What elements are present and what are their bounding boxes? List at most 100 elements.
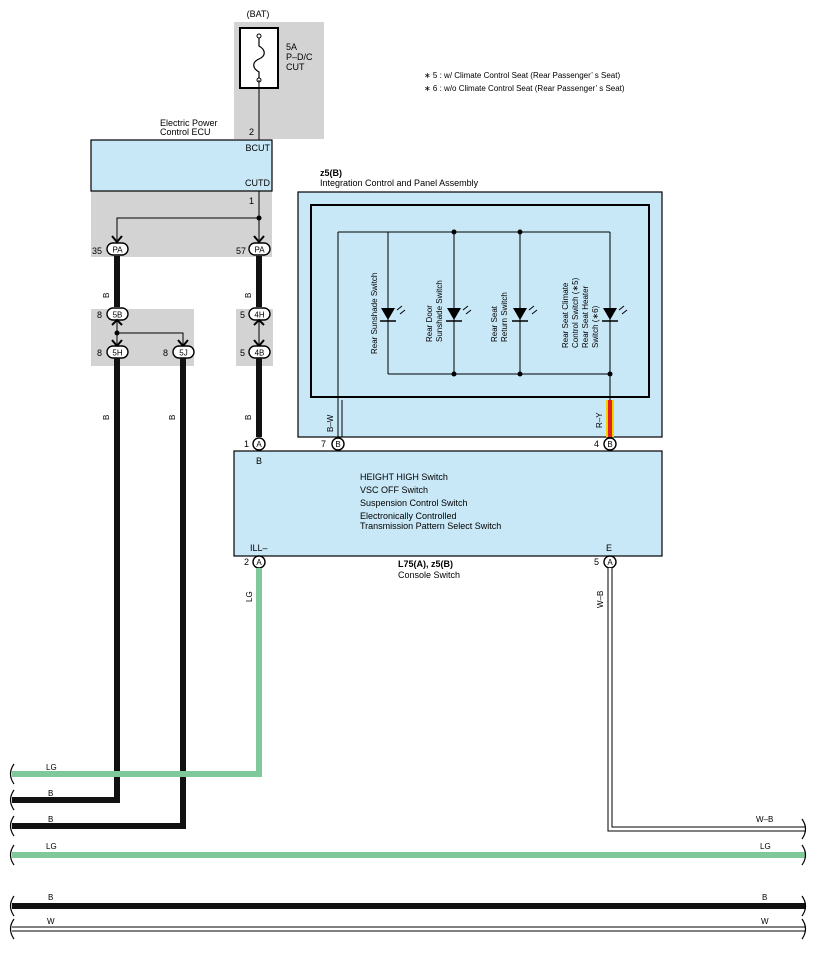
console-pin-e: E	[606, 543, 612, 553]
pa-left-id: PA	[112, 246, 123, 255]
led-rear-sunshade-switch	[380, 232, 406, 374]
connector-pa-right	[248, 242, 271, 256]
bus-1-left: LG	[46, 763, 57, 772]
wire-label-b-left-upper: B	[102, 293, 111, 298]
switch-3-label-1: Rear Seat	[490, 305, 499, 342]
console-fn-3: Suspension Control Switch	[360, 498, 468, 508]
a1-pin: 1	[244, 439, 249, 449]
fuse-terminal-top	[256, 33, 262, 39]
c5j-pin: 8	[163, 348, 168, 358]
a1-id: A	[256, 440, 262, 449]
bus-2-left: B	[48, 789, 53, 798]
console-fn-5: Transmission Pattern Select Switch	[360, 521, 501, 531]
b7-pin: 7	[321, 439, 326, 449]
panel-inner-box	[310, 204, 650, 398]
a5-id: A	[607, 558, 613, 567]
wire-w-b-outline	[607, 568, 806, 832]
led-rear-seat-return-switch	[512, 229, 538, 377]
wire-label-lg-vert: LG	[245, 591, 254, 602]
bus-3-right: W–B	[756, 815, 773, 824]
switch-1-label: Rear Sunshade Switch	[370, 273, 379, 354]
connector-chevron-icon	[111, 235, 123, 244]
c4h-pin: 5	[240, 310, 245, 320]
splice-point	[256, 215, 262, 221]
wire-lg-ill	[12, 568, 262, 777]
console-fn-2: VSC OFF Switch	[360, 485, 428, 495]
switch-2-label-1: Rear Door	[425, 305, 434, 342]
a5-pin: 5	[594, 557, 599, 567]
c5j-id: 5J	[179, 349, 187, 358]
connector-chevron-icon	[253, 235, 265, 244]
ecu-pin-bottom: 1	[249, 196, 254, 206]
ecu-split-wire	[116, 217, 259, 240]
legend-note-1: ∗ 5 : w/ Climate Control Seat (Rear Pass…	[424, 71, 620, 80]
bus-6-right: W	[761, 917, 769, 926]
console-pin-b: B	[256, 456, 262, 466]
console-switch-box	[233, 450, 663, 557]
bus-break-marks	[9, 763, 807, 940]
bus-6-left: W	[47, 917, 55, 926]
bus-5-right: B	[762, 893, 767, 902]
b7-id: B	[335, 440, 340, 449]
ecu-box	[90, 139, 273, 192]
c4b-pin: 5	[240, 348, 245, 358]
connector-chevron-icon	[253, 318, 265, 326]
wire-label-b-4b: B	[244, 415, 253, 420]
wire-b-5h	[12, 358, 120, 803]
pa-right-id: PA	[254, 246, 265, 255]
panel-code: z5(B)	[320, 168, 342, 178]
switch-4-label-2: Control Switch (∗5)	[571, 277, 580, 348]
a2-pin: 2	[244, 557, 249, 567]
ecu-pin-top: 2	[249, 127, 254, 137]
splice-point	[114, 330, 120, 336]
a2-id: A	[256, 558, 262, 567]
wire-label-w-b-vert: W–B	[596, 591, 605, 608]
switch-4-label-3: Rear Seat Heater	[581, 285, 590, 348]
wire-label-b-left-lower: B	[102, 415, 111, 420]
bus-3-left: B	[48, 815, 53, 824]
switch-2-label-2: Sunshade Switch	[435, 280, 444, 342]
legend-note-2: ∗ 6 : w/o Climate Control Seat (Rear Pas…	[424, 84, 625, 93]
wire-b-5j	[12, 358, 186, 829]
connector-a1	[252, 437, 266, 451]
c4b-id: 4B	[255, 349, 265, 358]
pa-left-pin: 35	[92, 246, 102, 256]
led-rear-door-sunshade-switch	[446, 229, 472, 377]
ecu-pin-cutd: CUTD	[245, 178, 270, 188]
c5h-id: 5H	[112, 349, 122, 358]
fuse-amps: 5A	[286, 42, 297, 52]
c4h-id: 4H	[254, 311, 264, 320]
bus-5-left: B	[48, 893, 53, 902]
pa-right-pin: 57	[236, 246, 246, 256]
switch-3-label-2: Return Switch	[500, 292, 509, 342]
connector-pa-left	[106, 242, 129, 256]
wire-w-b	[608, 568, 806, 831]
wire-label-b-5j: B	[168, 415, 177, 420]
fuse-source-label: (BAT)	[247, 9, 270, 19]
fuse-name-2: CUT	[286, 62, 305, 72]
c5b-id: 5B	[113, 311, 123, 320]
c5b-pin: 8	[97, 310, 102, 320]
c5h-pin: 8	[97, 348, 102, 358]
console-fn-4: Electronically Controlled	[360, 511, 457, 521]
fuse-name-1: P–D/C	[286, 52, 313, 62]
wire-label-b-w: B–W	[326, 414, 335, 432]
bus-4-left: LG	[46, 842, 57, 851]
junction-5b-split	[117, 332, 184, 345]
switch-4-label-4: Switch (∗6)	[591, 305, 600, 348]
ecu-pin-bcut: BCUT	[246, 143, 271, 153]
wire-r-y	[608, 400, 612, 437]
console-code: L75(A), z5(B)	[398, 559, 453, 569]
wire-label-b-right-upper: B	[244, 293, 253, 298]
ecu-title-1: Electric Power	[160, 118, 218, 128]
connector-b4	[603, 437, 617, 451]
ecu-title-2: Control ECU	[160, 127, 211, 137]
switch-4-label-1: Rear Seat Climate	[561, 282, 570, 348]
b4-id: B	[607, 440, 612, 449]
fuse-icon	[253, 36, 265, 80]
console-fn-1: HEIGHT HIGH Switch	[360, 472, 448, 482]
led-rear-seat-climate-switch	[602, 305, 628, 377]
bus-4-right: LG	[760, 842, 771, 851]
connector-b7	[331, 437, 345, 451]
